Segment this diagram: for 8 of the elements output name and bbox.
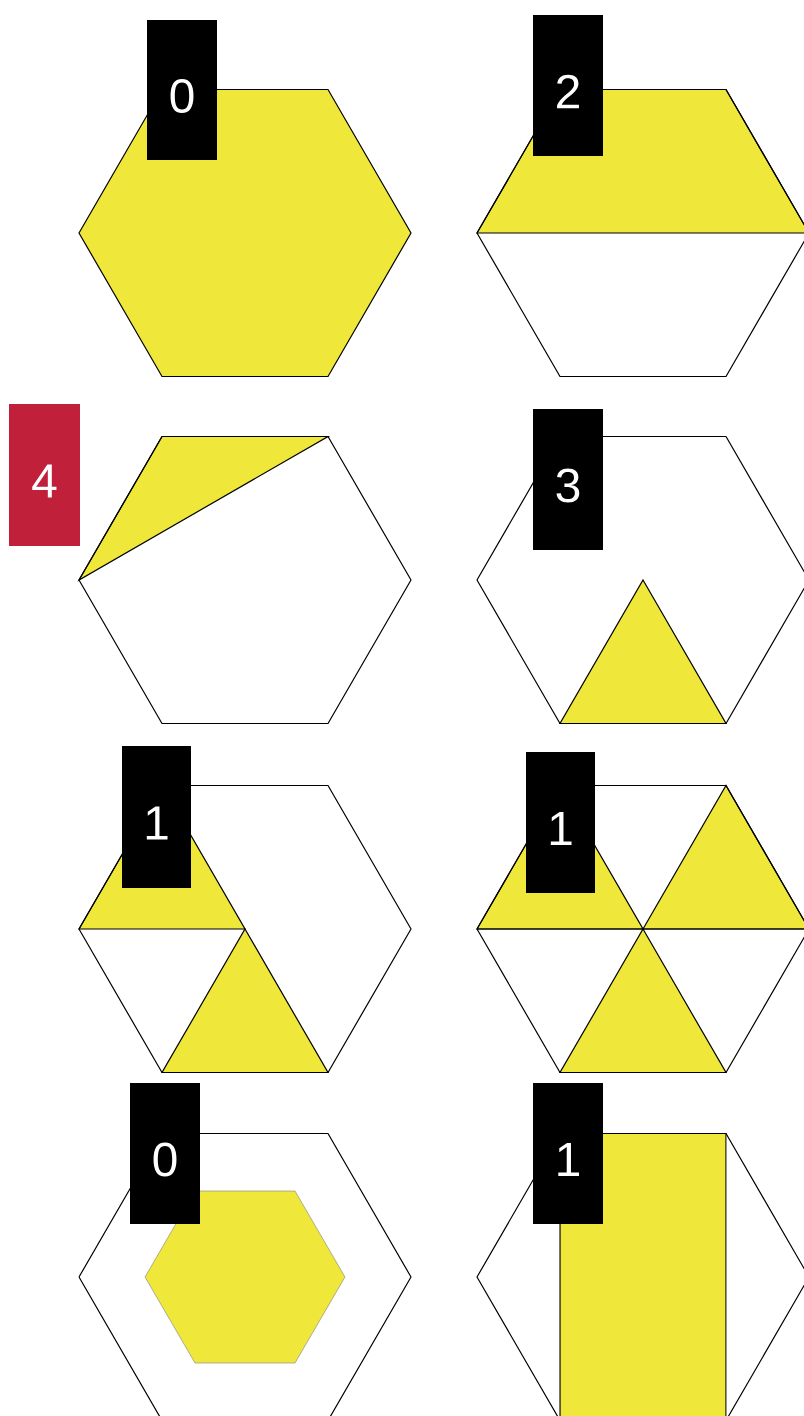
number-badge: 0	[130, 1083, 200, 1224]
number-badge: 1	[122, 746, 191, 888]
number-badge: 3	[533, 409, 603, 550]
number-badge: 2	[533, 15, 603, 156]
number-badge: 4	[9, 404, 80, 546]
number-badge: 1	[533, 1083, 603, 1224]
number-badge: 0	[147, 20, 217, 160]
number-badge: 1	[526, 752, 595, 893]
